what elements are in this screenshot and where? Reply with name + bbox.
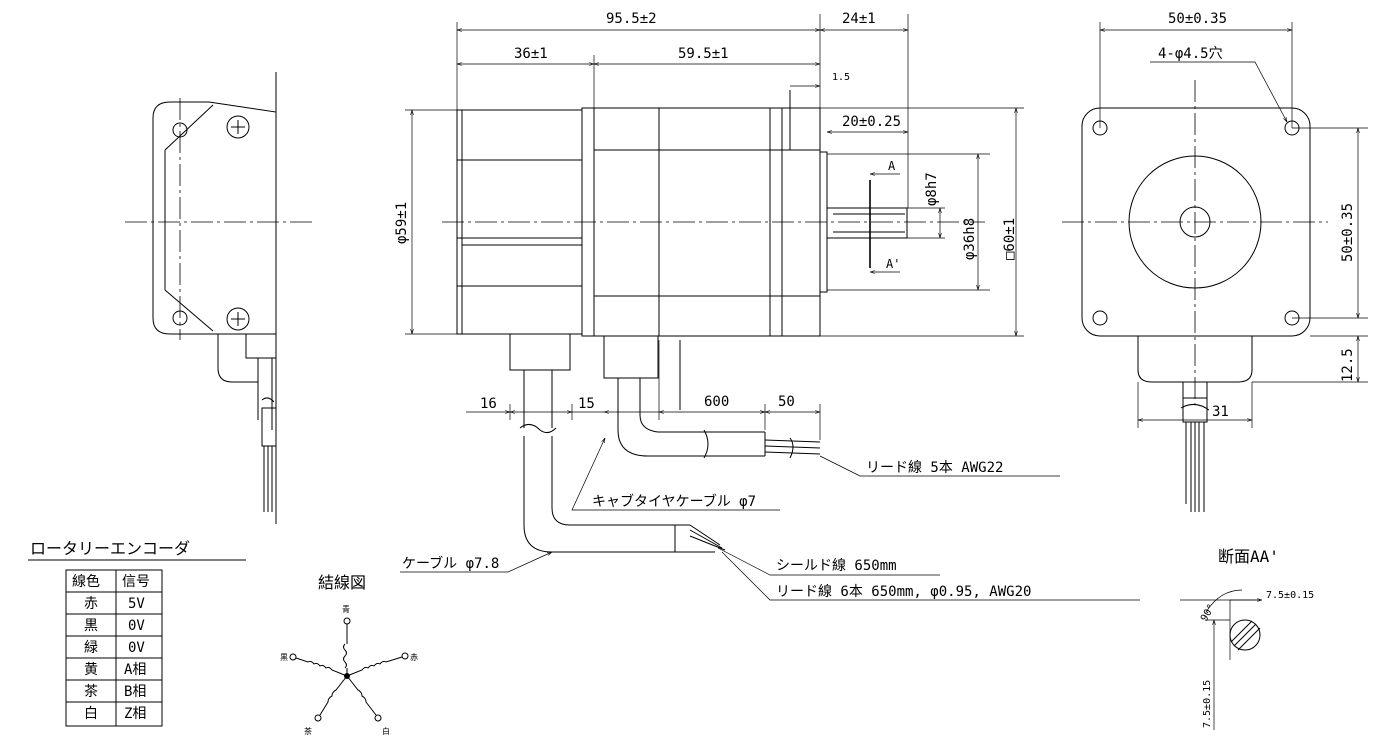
- table-cell: 茶: [84, 684, 98, 700]
- table-cell: 黄: [84, 661, 98, 678]
- dim-motor-length: 59.5±1: [678, 46, 729, 62]
- wire-black: 黒: [280, 653, 288, 662]
- label-shield: シールド線 650mm: [776, 558, 897, 574]
- wire-white: 白: [382, 726, 390, 736]
- dim-front-width: 50±0.35: [1168, 11, 1227, 27]
- dim-cable-pos1: 16: [480, 396, 497, 412]
- table-cell: B相: [124, 684, 146, 700]
- dim-lead-length: 600: [704, 394, 729, 410]
- section-flat-h: 7.5±0.15: [1266, 590, 1314, 601]
- encoder-title: ロータリーエンコーダ: [30, 539, 190, 558]
- section-labels: 断面AA' 7.5±0.15 7.5±0.15 90°: [1199, 547, 1314, 728]
- dim-encoder-length: 36±1: [514, 46, 548, 62]
- section-mark-a: A: [888, 159, 896, 173]
- table-header-color: 線色: [72, 573, 100, 590]
- table-cell: 0V: [128, 618, 145, 634]
- dim-cable-box-h: 12.5: [1340, 348, 1356, 382]
- dim-flange-thickness: 1.5: [832, 72, 850, 83]
- side-view: [125, 72, 312, 524]
- label-encoder-leads: リード線 6本 650mm, φ0.95, AWG20: [776, 584, 1031, 600]
- callout-labels: リード線 5本 AWG22 キャブタイヤケーブル φ7 ケーブル φ7.8 シー…: [402, 460, 1031, 600]
- section-view: [1180, 589, 1262, 730]
- dim-cable-box-w: 31: [1212, 404, 1229, 420]
- table-cell: 0V: [128, 640, 145, 656]
- encoder-table: ロータリーエンコーダ 線色 信号 赤 5V 黒 0V 緑 0V 黄 A相 茶 B…: [28, 539, 246, 727]
- table-cell: 緑: [84, 640, 98, 656]
- label-motor-leads: リード線 5本 AWG22: [866, 460, 1003, 476]
- dim-mount-holes: 4-φ4.5穴: [1158, 46, 1223, 62]
- section-title: 断面AA': [1218, 547, 1279, 566]
- table-cell: 白: [84, 706, 98, 722]
- main-dimensions: [400, 14, 1140, 601]
- label-cabtire-cable: キャブタイヤケーブル φ7: [592, 493, 756, 510]
- wiring-title: 結線図: [318, 573, 366, 592]
- dim-cable-pos2: 15: [578, 396, 595, 412]
- wiring-labels: 結線図 青 黒 赤 茶 白: [280, 573, 418, 736]
- dimension-labels: 95.5±2 24±1 36±1 59.5±1 1.5 20±0.25 φ59±…: [394, 11, 1356, 420]
- wire-blue: 青: [342, 604, 350, 614]
- dim-flange-square: □60±1: [1002, 218, 1018, 260]
- wire-red: 赤: [410, 653, 418, 662]
- section-flat-v: 7.5±0.15: [1202, 680, 1213, 728]
- dim-strip-length: 50: [778, 394, 795, 410]
- table-cell: Z相: [124, 706, 146, 722]
- dim-shaft-dia: φ8h7: [924, 172, 940, 206]
- wire-brown: 茶: [304, 726, 312, 736]
- table-cell: 黒: [84, 618, 98, 634]
- table-cell: 赤: [84, 596, 98, 612]
- dim-shaft-flat: 20±0.25: [842, 114, 901, 130]
- section-mark-a2: A': [886, 257, 900, 271]
- dim-shaft-protrusion: 24±1: [842, 11, 876, 27]
- wiring-diagram: [289, 617, 409, 722]
- label-cable: ケーブル φ7.8: [402, 555, 499, 572]
- dim-encoder-dia: φ59±1: [394, 202, 410, 244]
- table-cell: 5V: [128, 596, 145, 612]
- table-header-signal: 信号: [122, 574, 150, 590]
- main-view: [442, 90, 985, 553]
- dim-pilot-dia: φ36h8: [962, 218, 978, 260]
- table-cell: A相: [124, 662, 146, 678]
- front-view: [1062, 22, 1368, 512]
- dim-overall-length: 95.5±2: [606, 11, 657, 27]
- dim-front-height: 50±0.35: [1340, 203, 1356, 262]
